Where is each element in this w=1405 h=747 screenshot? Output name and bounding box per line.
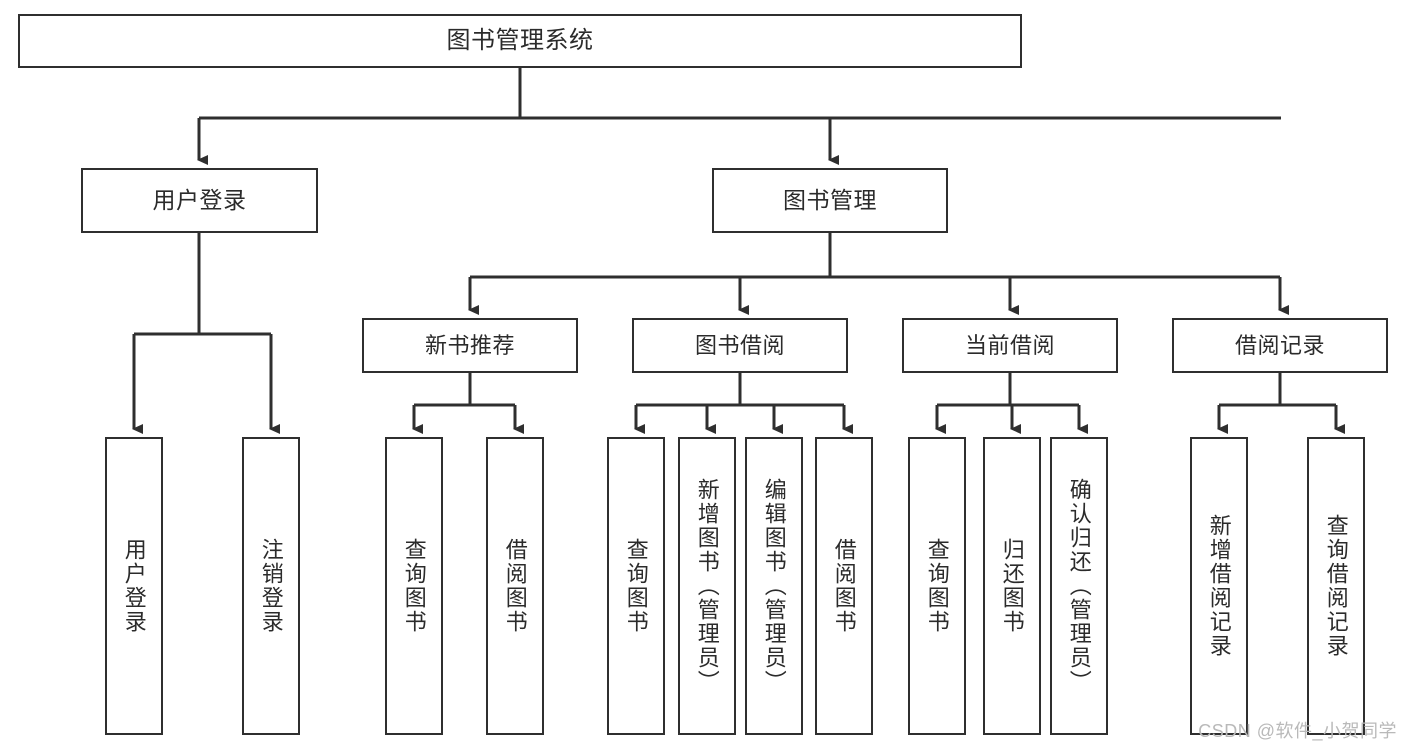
node-leaf[interactable]: 借阅图书 [815, 437, 873, 735]
node-leaf[interactable]: 新增借阅记录 [1190, 437, 1248, 735]
node-label: 新增借阅记录 [1206, 514, 1232, 658]
node-leaf[interactable]: 查询图书 [607, 437, 665, 735]
node-leaf[interactable]: 注销登录 [242, 437, 300, 735]
node-leaf[interactable]: 查询图书 [908, 437, 966, 735]
node-label: 新书推荐 [424, 332, 515, 358]
node-leaf[interactable]: 用户登录 [105, 437, 163, 735]
node-leaf[interactable]: 归还图书 [983, 437, 1041, 735]
node-label: 借阅图书 [831, 538, 857, 634]
node-leaf[interactable]: 确认归还（管理员） [1050, 437, 1108, 735]
watermark: CSDN @软件_小贺同学 [1198, 721, 1397, 741]
node-label: 借阅记录 [1234, 332, 1325, 358]
node-label: 查询图书 [401, 538, 427, 634]
node-label: 查询图书 [623, 538, 649, 634]
node-label: 用户登录 [152, 186, 247, 213]
node-label: 确认归还（管理员） [1066, 478, 1092, 694]
node-level3-current-borrow[interactable]: 当前借阅 [902, 318, 1118, 373]
node-level2-user-login[interactable]: 用户登录 [81, 168, 318, 233]
node-label: 借阅图书 [502, 538, 528, 634]
node-label: 新增图书（管理员） [694, 478, 720, 694]
node-leaf[interactable]: 查询图书 [385, 437, 443, 735]
node-root[interactable]: 图书管理系统 [18, 14, 1022, 68]
node-level3-borrow-record[interactable]: 借阅记录 [1172, 318, 1388, 373]
node-leaf[interactable]: 借阅图书 [486, 437, 544, 735]
node-label: 注销登录 [258, 538, 284, 634]
node-label: 图书管理系统 [446, 26, 594, 54]
node-label: 查询借阅记录 [1323, 514, 1349, 658]
node-leaf[interactable]: 编辑图书（管理员） [745, 437, 803, 735]
node-leaf[interactable]: 查询借阅记录 [1307, 437, 1365, 735]
node-label: 编辑图书（管理员） [761, 478, 787, 694]
node-label: 查询图书 [924, 538, 950, 634]
node-level3-new-book-recommend[interactable]: 新书推荐 [362, 318, 578, 373]
node-leaf[interactable]: 新增图书（管理员） [678, 437, 736, 735]
node-label: 当前借阅 [964, 332, 1055, 358]
node-label: 归还图书 [999, 538, 1025, 634]
node-label: 用户登录 [121, 538, 147, 634]
node-label: 图书管理 [783, 186, 877, 213]
node-label: 图书借阅 [694, 332, 785, 358]
node-level2-book-management[interactable]: 图书管理 [712, 168, 948, 233]
node-level3-book-borrow[interactable]: 图书借阅 [632, 318, 848, 373]
